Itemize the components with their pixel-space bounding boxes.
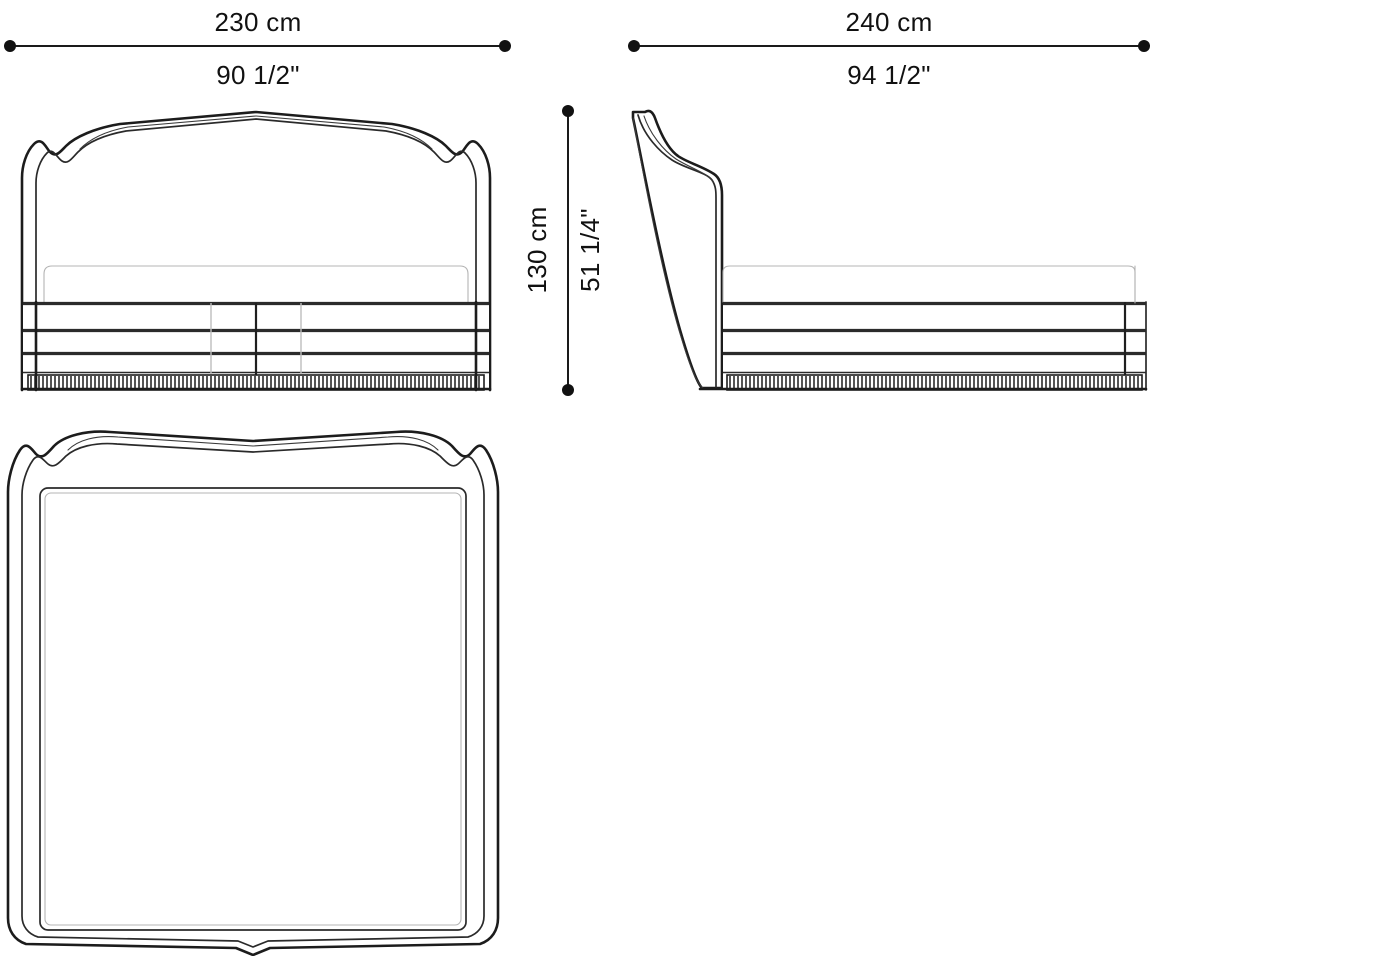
side-mattress-outline	[722, 265, 1136, 303]
front-headboard-edge-highlight-right	[255, 115, 433, 150]
width-dim-dot-left	[4, 40, 16, 52]
front-mattress-outline	[43, 265, 469, 303]
side-headboard-front-edge	[632, 117, 704, 389]
side-headboard-thin-contour	[643, 115, 714, 183]
height-metric-label: 130 cm	[522, 206, 552, 293]
plan-headboard-thin-contour	[67, 436, 254, 451]
front-fringe-skirt	[27, 374, 485, 391]
length-dimension-group	[628, 40, 1150, 52]
plan-view	[6, 430, 500, 956]
width-dim-dot-right	[499, 40, 511, 52]
length-metric-label: 240 cm	[845, 7, 932, 37]
front-headboard-inner-profile	[35, 118, 477, 389]
height-dimension-group	[562, 105, 574, 396]
front-headboard-edge-highlight	[79, 115, 257, 150]
length-dim-dot-left	[628, 40, 640, 52]
width-metric-label: 230 cm	[214, 7, 301, 37]
plan-inner-profile	[21, 442, 485, 948]
plan-mattress-border	[39, 487, 467, 931]
plan-outer-profile	[6, 430, 500, 956]
side-fringe-skirt	[726, 374, 1143, 391]
height-dim-dot-bottom	[562, 384, 574, 396]
plan-headboard-thin-contour-right	[252, 436, 439, 451]
side-headboard-inner-contour	[637, 114, 717, 389]
width-dimension-group	[4, 40, 511, 52]
height-imperial-label: 51 1/4"	[575, 208, 605, 292]
plan-mattress-inset	[44, 492, 462, 926]
side-headboard-outer-profile	[631, 109, 724, 390]
side-elevation-view	[631, 109, 1148, 391]
height-dim-dot-top	[562, 105, 574, 117]
length-dim-dot-right	[1138, 40, 1150, 52]
front-elevation-view	[20, 110, 492, 392]
length-imperial-label: 94 1/2"	[847, 60, 931, 90]
width-imperial-label: 90 1/2"	[216, 60, 300, 90]
front-headboard-outer-profile	[20, 110, 492, 392]
